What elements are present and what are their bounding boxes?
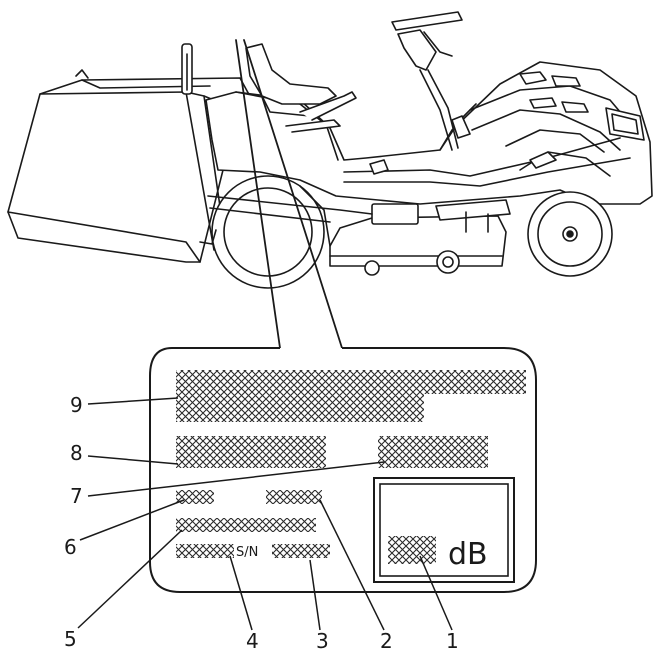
steering-wheel [391,11,463,151]
sound-power-box: dB [373,477,515,583]
tractor-body [205,61,653,205]
field-2 [266,490,322,504]
field-5 [176,518,316,532]
collector-handle [75,43,193,95]
field-8 [176,436,326,468]
field-3 [272,544,330,558]
callout-1: 1 [446,629,459,653]
field-1-sound-level [388,536,436,564]
rear-frame [199,195,373,245]
field-6 [176,490,214,504]
callout-9: 9 [70,393,83,417]
riding-mower-illustration [7,11,653,289]
callout-7: 7 [70,484,83,508]
deck-wheels [364,250,460,276]
sound-unit-label: dB [448,537,488,572]
callout-6: 6 [64,535,77,559]
callout-numbers: 9 8 7 6 5 4 3 2 1 [64,393,459,653]
callout-2: 2 [380,629,393,653]
field-7 [378,436,488,468]
callout-leaders [77,397,453,631]
field-9-manufacturer-block [176,370,526,422]
rear-wheel [211,175,331,289]
control-levers [285,91,357,133]
label-location-pointer [235,39,343,349]
mower-deck [329,199,511,267]
callout-3: 3 [316,629,329,653]
callout-4: 4 [246,629,259,653]
callout-8: 8 [70,441,83,465]
front-wheel [527,191,613,277]
rating-label-plate: S/N dB [149,347,537,593]
serial-number-marker: S/N [236,545,258,560]
callout-5: 5 [64,627,77,651]
field-4 [176,544,234,558]
